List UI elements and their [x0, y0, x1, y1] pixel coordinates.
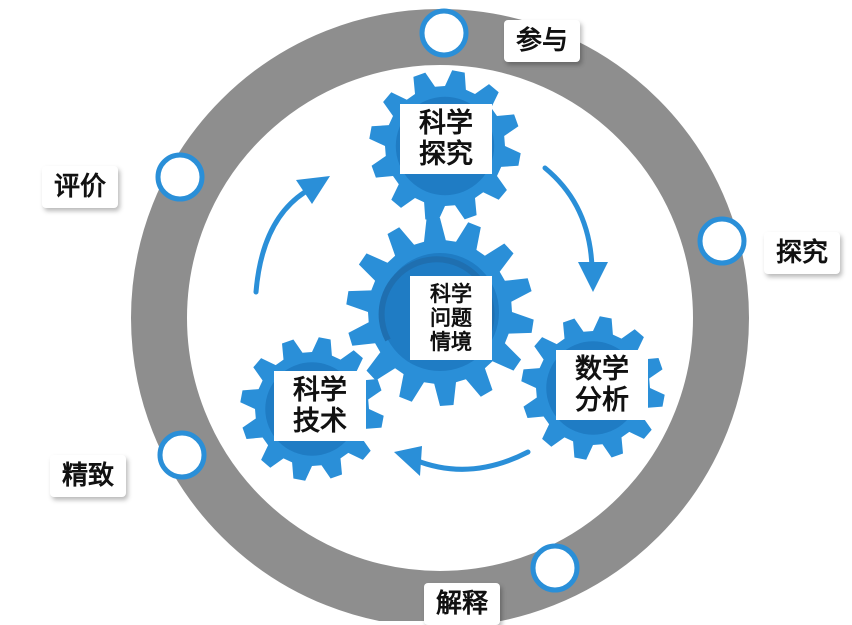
gear-label-inquiry: 科学 探究: [400, 104, 492, 175]
gear-label-technology-line1: 科学: [293, 375, 347, 406]
gear-label-technology-line2: 技术: [293, 406, 347, 438]
arrow-bottom: [412, 449, 531, 472]
gear-label-center: 科学 问题 情境: [410, 276, 492, 361]
arrow-top-right: [542, 165, 595, 271]
ring-node-inquire: [697, 216, 747, 266]
label-evaluate: 评价: [42, 166, 119, 208]
label-explain: 解释: [424, 583, 501, 625]
gear-label-math: 数学 分析: [556, 350, 648, 421]
gear-label-math-line2: 分析: [575, 385, 629, 417]
gear-label-inquiry-line1: 科学: [419, 108, 473, 139]
arrow-left: [253, 189, 308, 295]
label-elaborate: 精致: [50, 455, 127, 497]
label-inquire: 探究: [764, 232, 841, 274]
arrow-left-head: [296, 176, 330, 204]
gear-label-technology: 科学 技术: [274, 371, 366, 442]
ring-node-evaluate: [155, 152, 205, 202]
gear-label-inquiry-line2: 探究: [419, 139, 473, 171]
ring-node-elaborate: [157, 430, 207, 480]
gear-label-center-line2: 问题: [430, 306, 472, 331]
arrow-top-right-head: [578, 262, 608, 292]
ring-node-explain: [530, 543, 580, 593]
arrow-bottom-head: [394, 446, 422, 476]
gear-label-math-line1: 数学: [575, 354, 629, 385]
gear-label-center-line1: 科学: [430, 282, 472, 306]
label-participate: 参与: [504, 20, 581, 62]
ring-node-participate: [419, 8, 469, 58]
gear-label-center-line3: 情境: [430, 330, 472, 355]
